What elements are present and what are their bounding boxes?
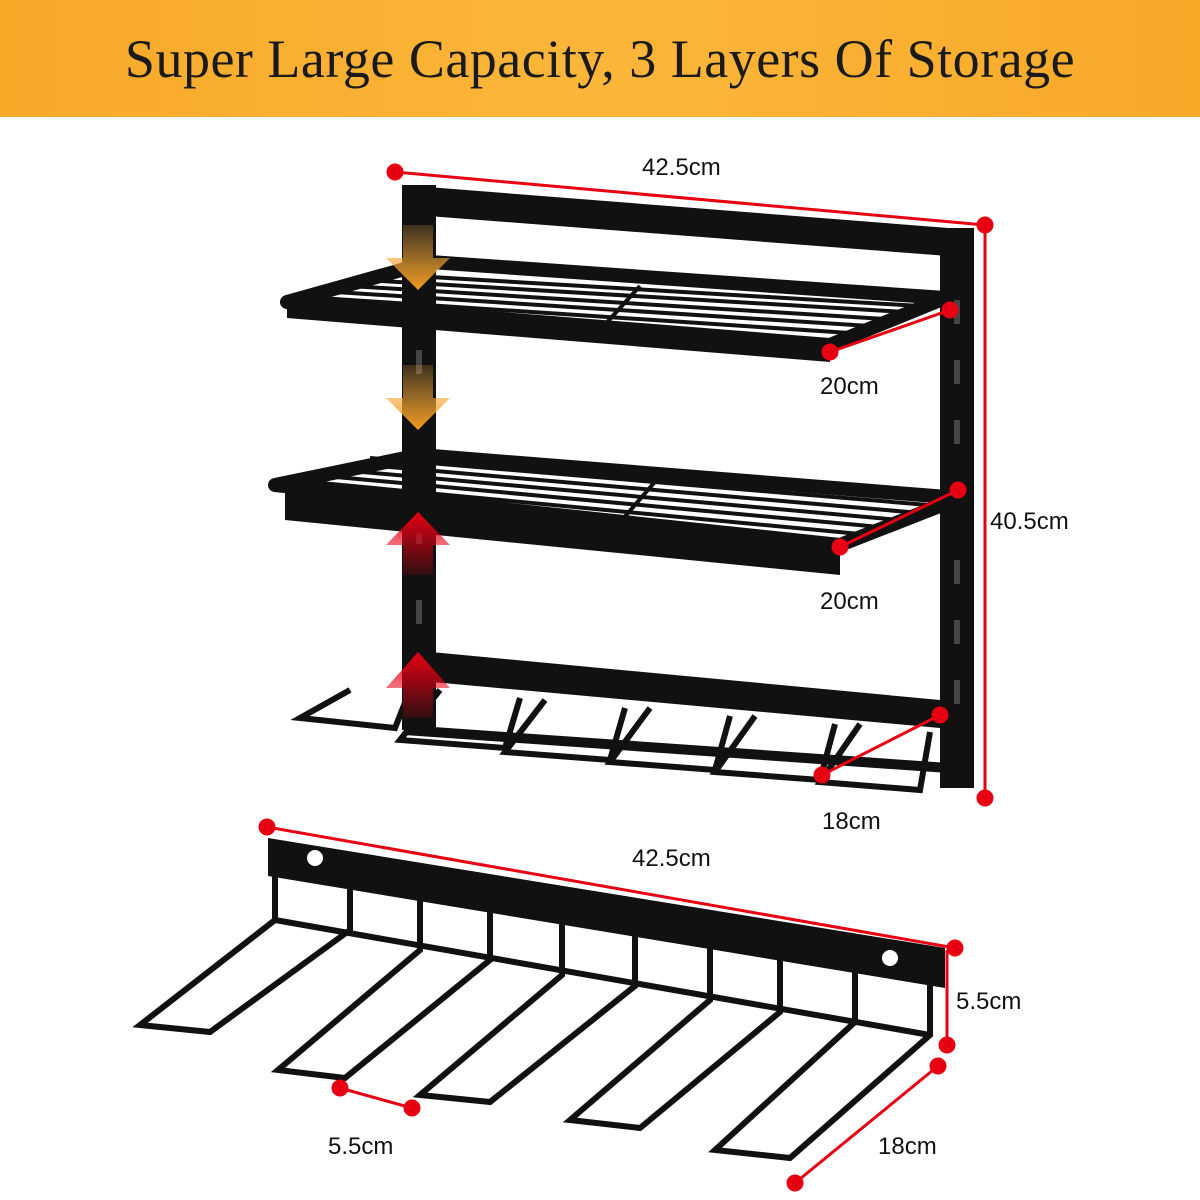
- dim-rack-height: 40.5cm: [990, 508, 1069, 535]
- header-banner: [0, 0, 1200, 117]
- shelf-middle: [268, 448, 967, 575]
- banner-title: Super Large Capacity, 3 Layers Of Storag…: [124, 28, 1076, 89]
- shelf-top: [280, 255, 952, 362]
- dim-holder-width: 42.5cm: [632, 845, 711, 872]
- dim-rack-width: 42.5cm: [642, 154, 721, 181]
- dim-holder-depth: 18cm: [878, 1133, 937, 1160]
- three-tier-rack: [268, 185, 974, 794]
- rack-bottom-holder: [290, 650, 940, 794]
- dim-holder-height: 5.5cm: [956, 988, 1022, 1015]
- dim-shelf-middle-depth: 20cm: [820, 588, 879, 615]
- up-arrow-icon: [386, 652, 450, 718]
- dim-slot-gap: 5.5cm: [328, 1133, 394, 1160]
- tool-holder: [132, 838, 945, 1162]
- dim-shelf-top-depth: 20cm: [820, 373, 879, 400]
- top-back-bar: [402, 185, 974, 258]
- down-arrow-icon: [386, 225, 450, 290]
- down-arrow-icon: [386, 365, 450, 430]
- dimension-lines: [258, 163, 994, 1192]
- dim-rack-bottom-depth: 18cm: [822, 808, 881, 835]
- up-arrow-icon: [386, 512, 450, 575]
